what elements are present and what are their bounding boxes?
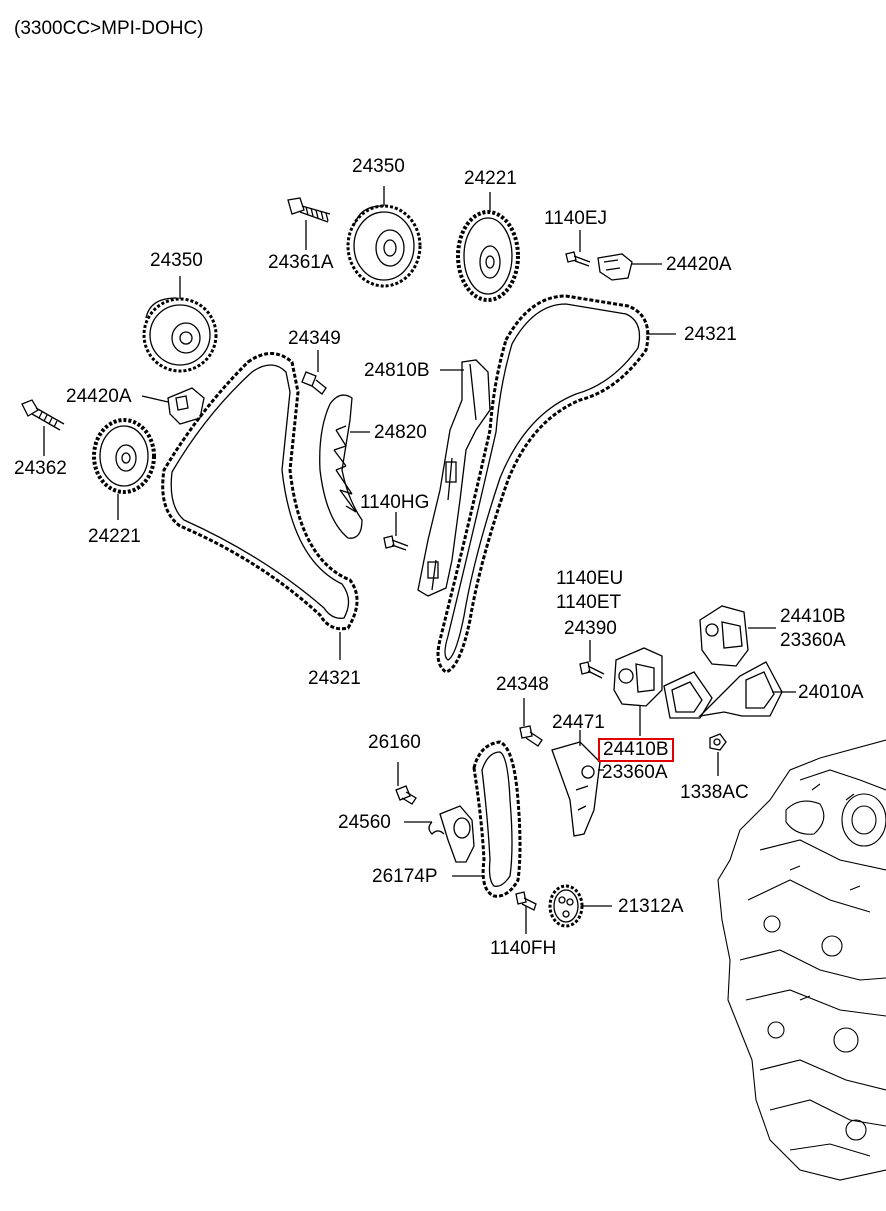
tensioner-24410B-right[interactable] [699,605,749,667]
part-label-1140EU[interactable]: 1140EU [556,568,624,589]
part-label-1140FH[interactable]: 1140FH [490,938,557,959]
part-label-1140HG[interactable]: 1140HG [360,492,430,513]
crank-sprocket-21312A[interactable] [548,884,584,928]
chain-guide-24820[interactable] [319,394,363,539]
bolt-24349[interactable] [301,371,327,395]
part-label-1140EJ[interactable]: 1140EJ [544,208,608,229]
part-label-24349[interactable]: 24349 [288,328,341,349]
part-label-24350-left[interactable]: 24350 [150,250,203,271]
part-label-24321-right[interactable]: 24321 [684,324,737,345]
timing-chain-24321-left[interactable] [161,352,359,631]
bolt-24348[interactable] [519,725,543,747]
chain-guide-24471[interactable] [551,741,601,837]
part-label-24350-top[interactable]: 24350 [352,156,405,177]
bracket-24420A-left[interactable] [167,387,205,425]
exhaust-sprocket-24221-left[interactable] [92,418,156,494]
camshaft-sprocket-24350-top[interactable] [346,204,422,288]
bolt-1140EJ[interactable] [565,251,591,267]
bolt-1140HG[interactable] [383,535,409,551]
bolt-24361A[interactable] [287,197,331,223]
bolt-24362[interactable] [21,399,65,431]
part-label-24221-top[interactable]: 24221 [464,168,517,189]
part-label-24390[interactable]: 24390 [564,618,617,639]
part-label-24221-left[interactable]: 24221 [88,526,141,547]
bolt-26160[interactable] [395,785,417,805]
part-label-24321-left[interactable]: 24321 [308,668,361,689]
bracket-24420A-top[interactable] [597,253,633,281]
exhaust-sprocket-24221-top[interactable] [456,210,520,302]
part-label-23360A-right[interactable]: 23360A [780,630,846,651]
part-label-24820[interactable]: 24820 [374,422,427,443]
engine-block [717,739,886,1181]
part-label-24410B-highlighted[interactable]: 24410B [598,738,674,762]
part-label-24810B[interactable]: 24810B [364,360,430,381]
timing-chain-24321-right[interactable] [436,294,650,674]
part-label-24348[interactable]: 24348 [496,674,549,695]
part-label-24560[interactable]: 24560 [338,812,391,833]
bolt-24390[interactable] [579,661,605,679]
oil-pump-chain-26174P[interactable] [472,740,522,898]
part-label-24410B-right[interactable]: 24410B [780,606,846,627]
part-label-23360A-middle[interactable]: 23360A [602,762,668,783]
bolt-1140FH[interactable] [515,891,537,911]
part-label-26160[interactable]: 26160 [368,732,421,753]
engine-spec-header: (3300CC>MPI-DOHC) [14,18,204,39]
part-label-1338AC[interactable]: 1338AC [680,782,749,803]
part-label-26174P[interactable]: 26174P [372,866,438,887]
nut-1338AC[interactable] [709,733,727,751]
camshaft-sprocket-24350-left[interactable] [142,297,218,373]
oil-pump-tensioner-24560[interactable] [428,805,475,863]
part-label-24361A[interactable]: 24361A [268,252,334,273]
part-label-24471[interactable]: 24471 [552,712,605,733]
part-label-24420A-left[interactable]: 24420A [66,386,132,407]
gasket-24010A[interactable] [663,661,783,719]
part-label-24420A-top[interactable]: 24420A [666,254,732,275]
part-label-1140ET[interactable]: 1140ET [556,592,622,613]
part-label-24362[interactable]: 24362 [14,458,67,479]
chain-guide-24810B[interactable] [417,359,491,597]
part-label-24010A[interactable]: 24010A [798,682,864,703]
part-label-21312A[interactable]: 21312A [618,896,684,917]
tensioner-24410B-middle[interactable] [613,647,663,707]
